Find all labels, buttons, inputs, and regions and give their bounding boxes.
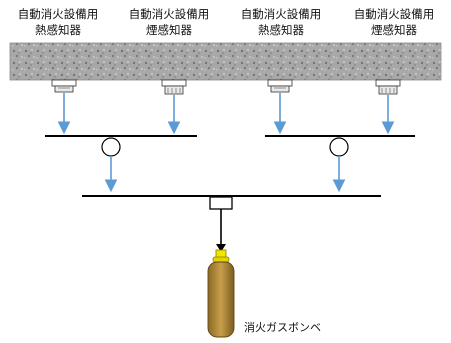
- heat-detector-1-icon: [51, 79, 77, 93]
- detector-label-2-line1: 自動消火設備用: [129, 7, 210, 21]
- detector-label-4-line1: 自動消火設備用: [354, 7, 435, 21]
- detector-label-1: 自動消火設備用 熱感知器: [18, 7, 99, 37]
- cylinder-label: 消火ガスボンベ: [244, 320, 321, 334]
- left-junction-circle: [101, 137, 121, 157]
- smoke-detector-4-icon: [375, 79, 401, 95]
- detector-label-1-line1: 自動消火設備用: [18, 7, 99, 21]
- heat-detector-3-icon: [267, 79, 293, 93]
- detector-label-2: 自動消火設備用 煙感知器: [129, 7, 210, 37]
- detector-label-3-line1: 自動消火設備用: [241, 7, 322, 21]
- detector-label-4: 自動消火設備用 煙感知器: [354, 7, 435, 37]
- right-junction-circle: [329, 137, 349, 157]
- detector-label-4-line2: 煙感知器: [371, 23, 417, 37]
- detector-label-1-line2: 熱感知器: [35, 23, 81, 37]
- smoke-detector-2-icon: [161, 79, 187, 95]
- release-arrowhead: [216, 244, 226, 252]
- ceiling-slab: [9, 42, 442, 81]
- actuator-box: [209, 196, 233, 210]
- detector-label-3: 自動消火設備用 熱感知器: [241, 7, 322, 37]
- detector-label-3-line2: 熱感知器: [258, 23, 304, 37]
- gas-cylinder-icon: [207, 249, 235, 338]
- detector-label-2-line2: 煙感知器: [146, 23, 192, 37]
